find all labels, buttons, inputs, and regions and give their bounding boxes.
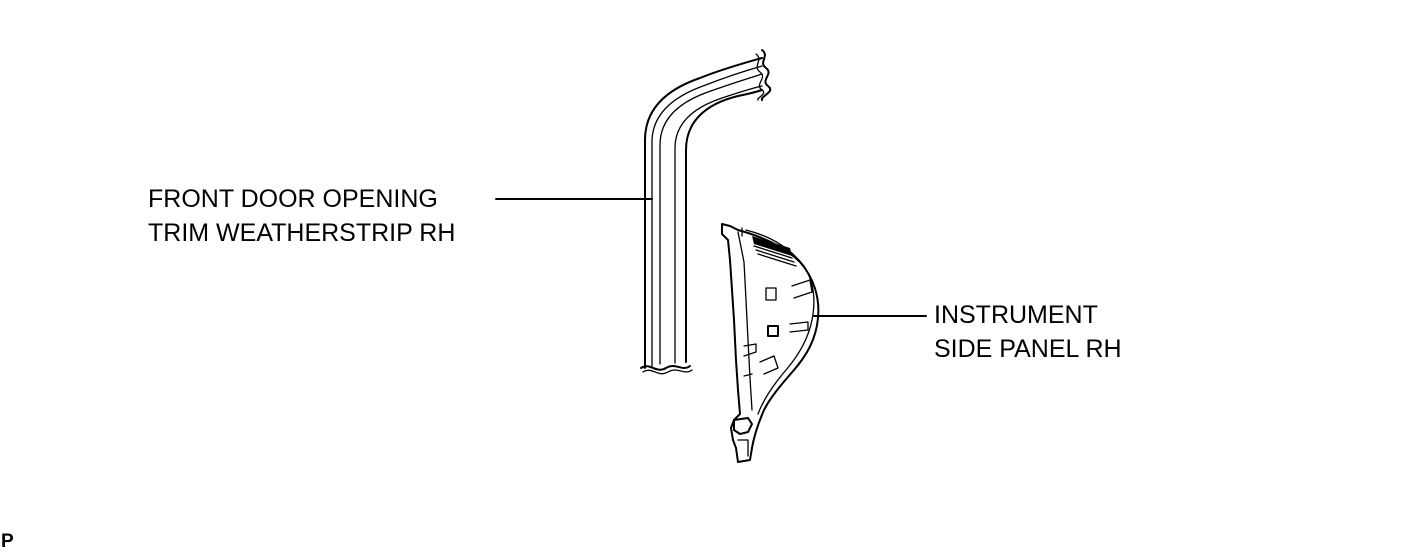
weatherstrip-label-line1: FRONT DOOR OPENING (148, 185, 438, 213)
side-panel-label-line1: INSTRUMENT (934, 301, 1098, 329)
side-panel-label: INSTRUMENT SIDE PANEL RH (934, 298, 1122, 366)
side-panel-drawing (721, 223, 820, 463)
weatherstrip-label-line2: TRIM WEATHERSTRIP RH (148, 219, 456, 247)
corner-mark: P (1, 531, 14, 552)
weatherstrip-drawing (640, 49, 772, 375)
weatherstrip-label: FRONT DOOR OPENING TRIM WEATHERSTRIP RH (148, 182, 455, 250)
side-panel-label-line2: SIDE PANEL RH (934, 335, 1122, 363)
